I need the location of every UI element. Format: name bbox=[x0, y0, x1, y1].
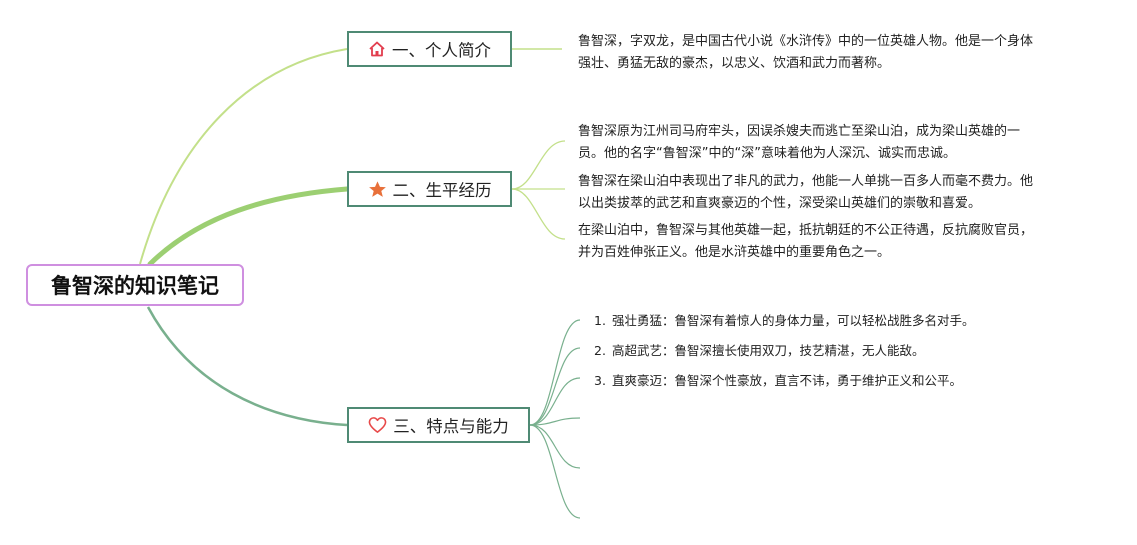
trait-item-3: 3.直爽豪迈：鲁智深个性豪放，直言不讳，勇于维护正义和公平。 bbox=[594, 373, 962, 388]
note-intro: 鲁智深，字双龙，是中国古代小说《水浒传》中的一位英雄人物。他是一个身体 强壮、勇… bbox=[578, 34, 1034, 71]
branch-life-note-1 bbox=[511, 140, 566, 190]
topic-intro-label: 一、个人简介 bbox=[392, 41, 491, 60]
root-node[interactable]: 鲁智深的知识笔记 bbox=[26, 264, 244, 306]
home-icon bbox=[369, 41, 385, 57]
heart-icon bbox=[368, 417, 387, 433]
branch-root-traits bbox=[146, 306, 348, 427]
branch-traits-empty-2 bbox=[529, 424, 581, 469]
note-life-2: 鲁智深在梁山泊中表现出了非凡的武力，他能一人单挑一百多人而毫不费力。他 以出类拔… bbox=[578, 174, 1034, 211]
branch-traits-item-1 bbox=[529, 319, 581, 426]
topic-intro[interactable]: 一、个人简介 bbox=[347, 31, 512, 67]
trait-item-1: 1.强壮勇猛：鲁智深有着惊人的身体力量，可以轻松战胜多名对手。 bbox=[594, 313, 975, 328]
topic-traits-label: 三、特点与能力 bbox=[393, 417, 509, 436]
branch-traits-empty-3 bbox=[529, 424, 581, 519]
root-title: 鲁智深的知识笔记 bbox=[51, 274, 219, 298]
branch-traits-item-3 bbox=[529, 377, 581, 426]
topic-life[interactable]: 二、生平经历 bbox=[347, 171, 512, 207]
note-life-1: 鲁智深原为江州司马府牢头，因误杀嫂夫而逃亡至梁山泊，成为梁山英雄的一 员。他的名… bbox=[578, 124, 1021, 161]
topic-life-label: 二、生平经历 bbox=[392, 181, 492, 200]
branch-root-life bbox=[147, 186, 350, 267]
branch-traits-item-2 bbox=[529, 347, 581, 426]
branch-root-intro bbox=[139, 48, 348, 265]
note-life-3: 在梁山泊中，鲁智深与其他英雄一起，抵抗朝廷的不公正待遇，反抗腐败官员， 并为百姓… bbox=[578, 223, 1034, 260]
branch-traits-empty-1 bbox=[529, 417, 581, 426]
branch-life-note-3 bbox=[511, 188, 566, 240]
trait-item-2: 2.高超武艺：鲁智深擅长使用双刀，技艺精湛，无人能敌。 bbox=[594, 343, 925, 358]
topic-traits[interactable]: 三、特点与能力 bbox=[347, 407, 530, 443]
star-icon bbox=[368, 180, 386, 197]
